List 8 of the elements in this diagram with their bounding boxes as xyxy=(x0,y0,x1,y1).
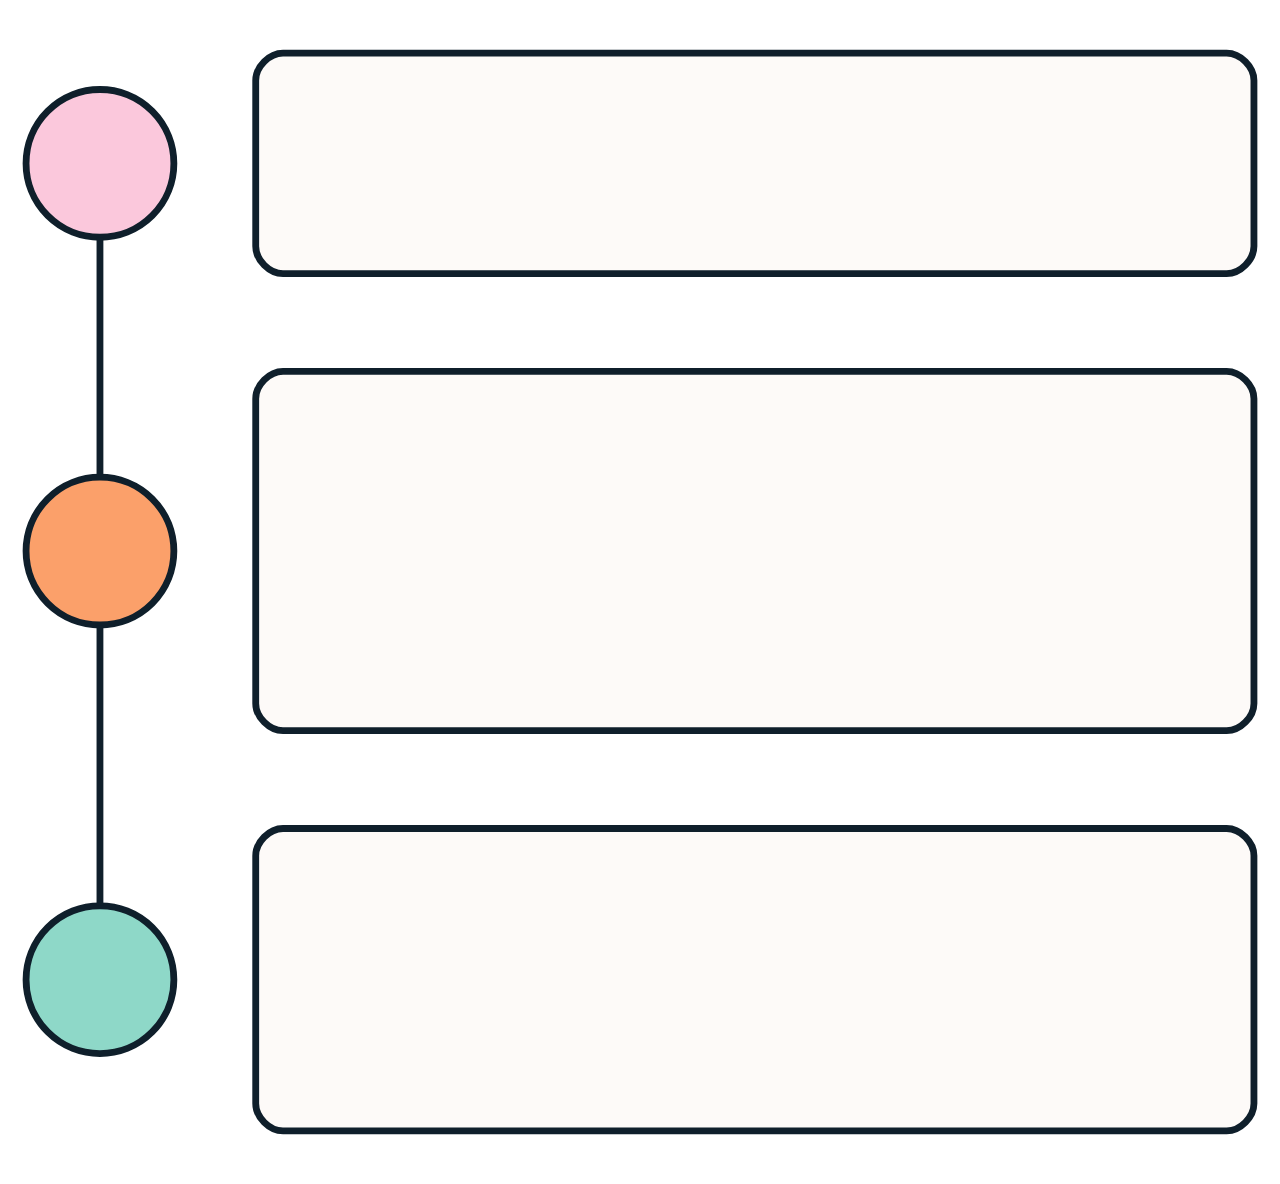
node-circle xyxy=(22,902,178,1057)
node-circle xyxy=(22,473,178,629)
node-circle xyxy=(22,86,178,241)
node-box xyxy=(252,368,1258,735)
node-box xyxy=(252,825,1258,1135)
node-box xyxy=(252,49,1258,278)
connector xyxy=(96,237,104,478)
connector xyxy=(96,625,104,906)
